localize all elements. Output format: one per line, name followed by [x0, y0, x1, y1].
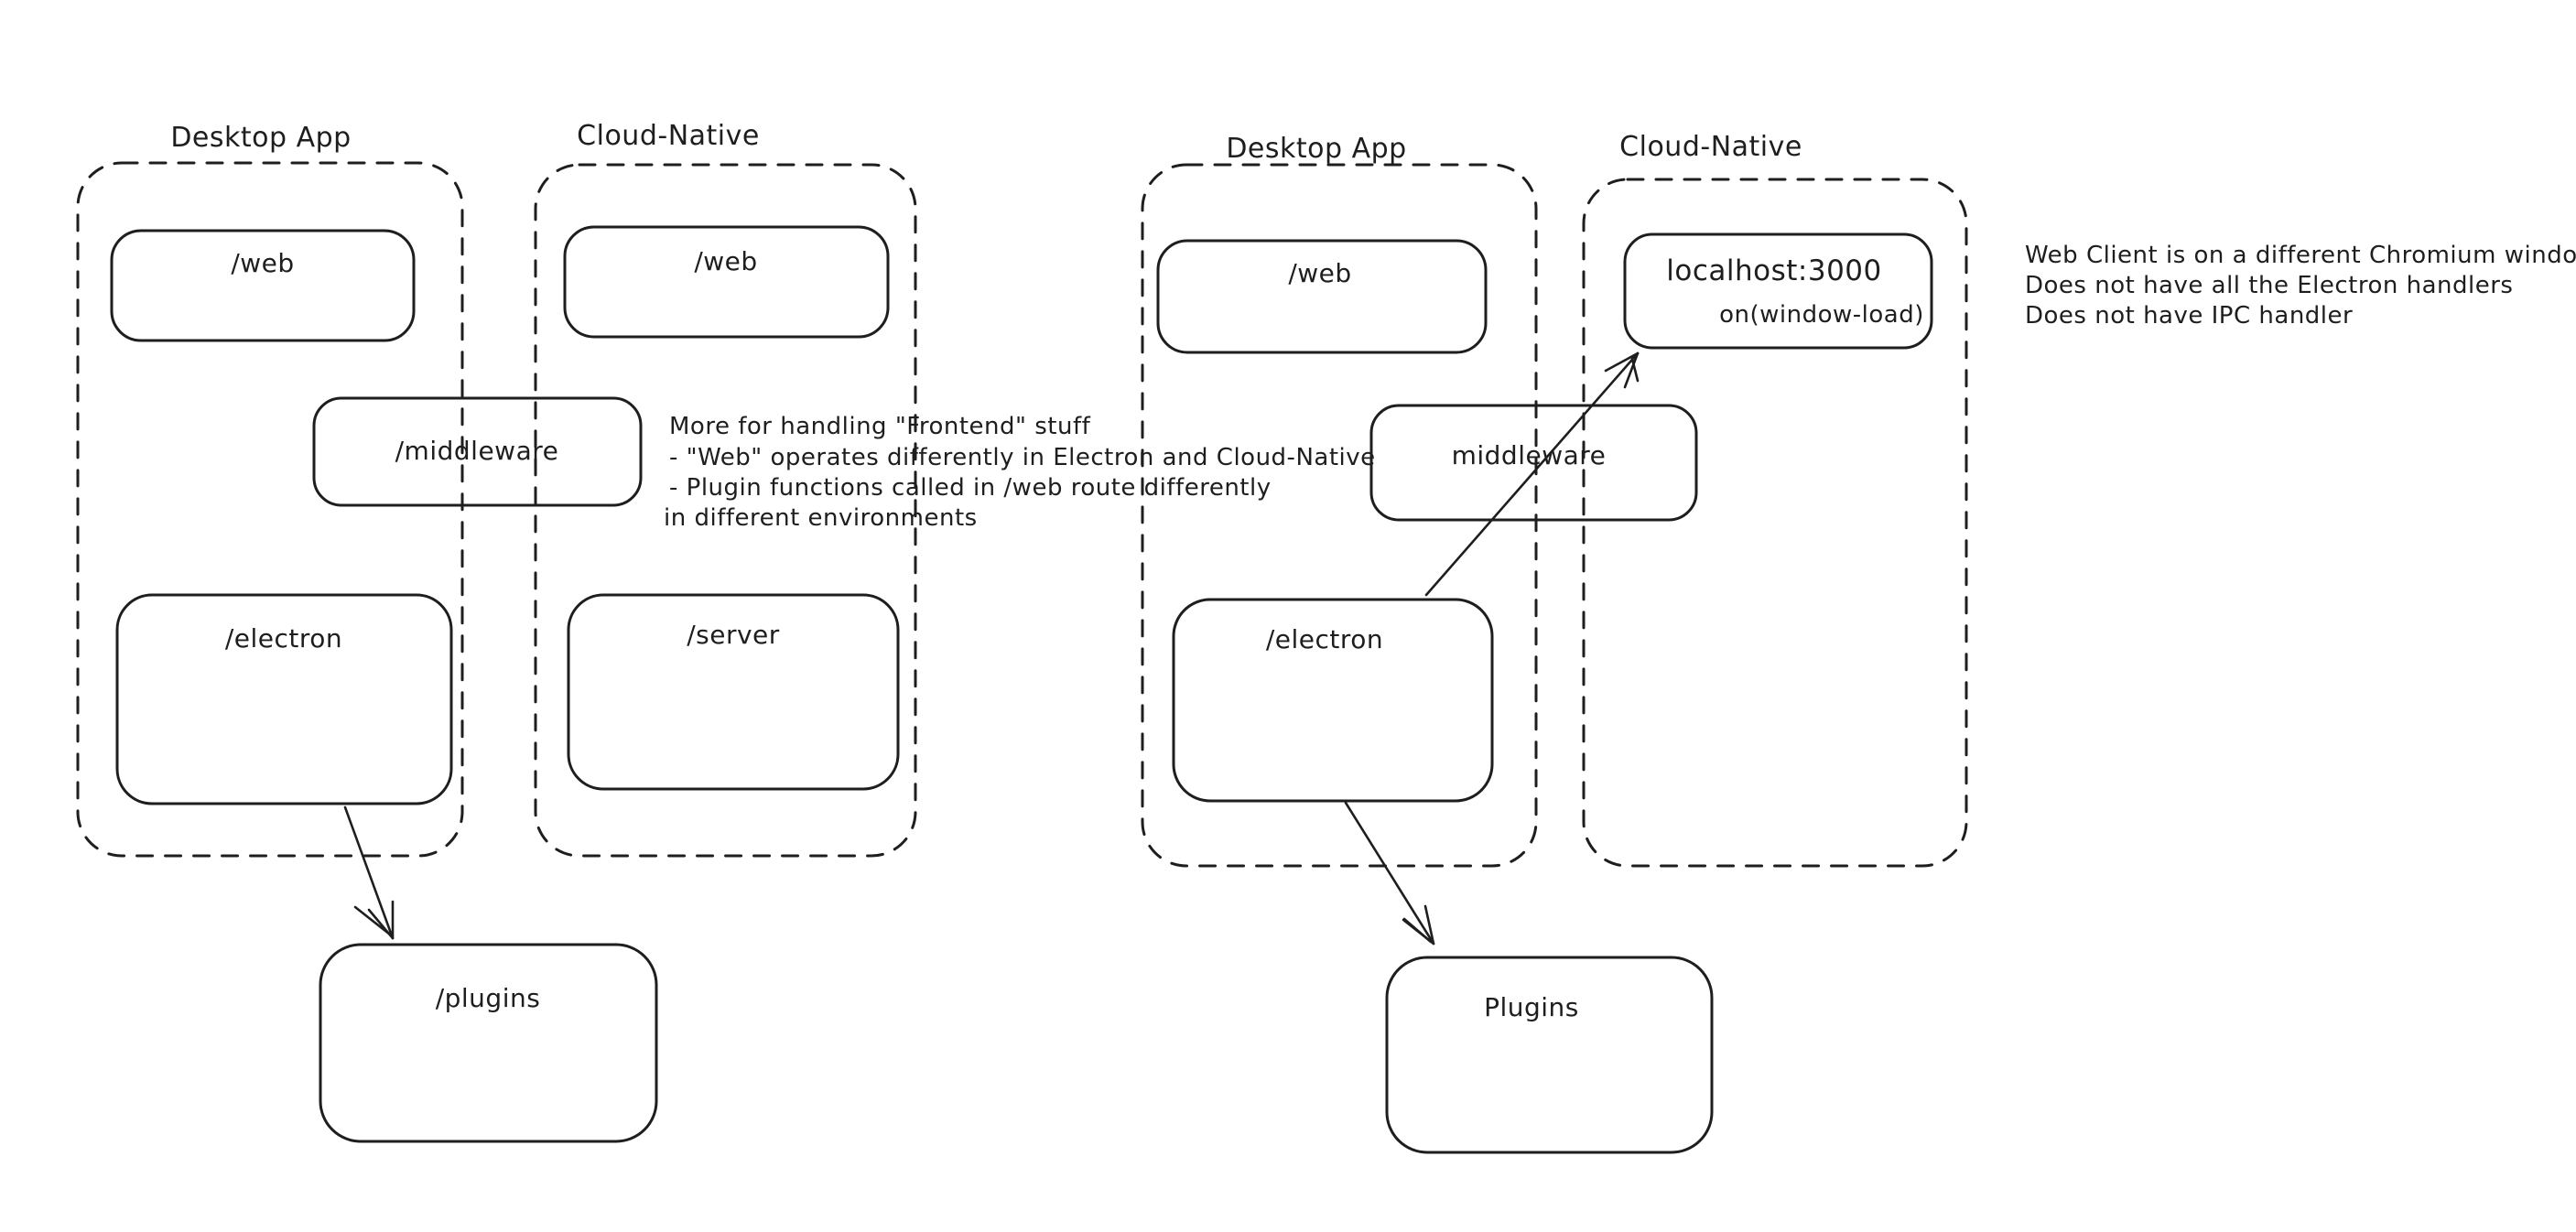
red-note-line-1: Web Client is on a different Chromium wi…	[2025, 242, 2576, 269]
left-diagram: Desktop App Cloud-Native /web /web /midd…	[76, 120, 1376, 1143]
left-web-desktop-label: /web	[231, 248, 294, 278]
right-web-box	[1156, 239, 1488, 354]
left-electron-box	[115, 593, 453, 805]
left-green-note: More for handling "Frontend" stuff - "We…	[664, 413, 1376, 532]
right-cloud-native-container	[1582, 178, 1968, 868]
right-middleware-box	[1369, 404, 1698, 522]
left-server-box	[567, 593, 900, 791]
right-desktop-app-container	[1141, 163, 1538, 868]
left-desktop-app-container	[76, 161, 464, 858]
left-web-desktop-box	[110, 229, 416, 342]
left-plugins-label: /plugins	[436, 983, 541, 1013]
left-cloud-native-label: Cloud-Native	[577, 120, 760, 152]
left-web-cloud-box	[563, 225, 890, 339]
green-note-line-4: in different environments	[664, 504, 978, 532]
right-red-note: Web Client is on a different Chromium wi…	[2025, 242, 2576, 330]
green-note-line-1: More for handling "Frontend" stuff	[669, 413, 1091, 440]
right-electron-to-plugins-arrow	[1344, 801, 1435, 946]
red-note-line-3: Does not have IPC handler	[2025, 302, 2353, 330]
left-middleware-box	[312, 396, 643, 507]
right-electron-box	[1172, 598, 1494, 803]
left-plugins-box	[319, 943, 658, 1143]
right-diagram: Desktop App Cloud-Native /web localhost:…	[1141, 131, 2576, 1154]
left-server-label: /server	[687, 620, 780, 650]
right-middleware-label: middleware	[1452, 440, 1607, 470]
right-cloud-native-label: Cloud-Native	[1619, 131, 1802, 163]
right-window-load-label: on(window-load)	[1719, 301, 1924, 329]
left-cloud-native-container	[534, 163, 917, 858]
right-electron-label: /electron	[1266, 624, 1383, 654]
right-web-label: /web	[1288, 258, 1351, 288]
right-electron-to-localhost-arrow	[1424, 351, 1640, 597]
green-note-line-3: - Plugin functions called in /web route …	[669, 474, 1272, 502]
left-middleware-label: /middleware	[395, 436, 559, 466]
right-localhost-label: localhost:3000	[1666, 254, 1882, 287]
left-desktop-app-label: Desktop App	[170, 122, 351, 154]
right-localhost-box	[1623, 232, 1933, 350]
left-electron-label: /electron	[225, 623, 342, 654]
right-plugins-label: Plugins	[1484, 992, 1579, 1022]
green-note-line-2: - "Web" operates differently in Electron…	[669, 444, 1376, 471]
red-note-line-2: Does not have all the Electron handlers	[2025, 272, 2513, 299]
left-electron-to-plugins-arrow	[343, 805, 395, 940]
right-plugins-box	[1385, 956, 1714, 1154]
left-web-cloud-label: /web	[694, 246, 757, 276]
right-desktop-app-label: Desktop App	[1226, 133, 1406, 165]
